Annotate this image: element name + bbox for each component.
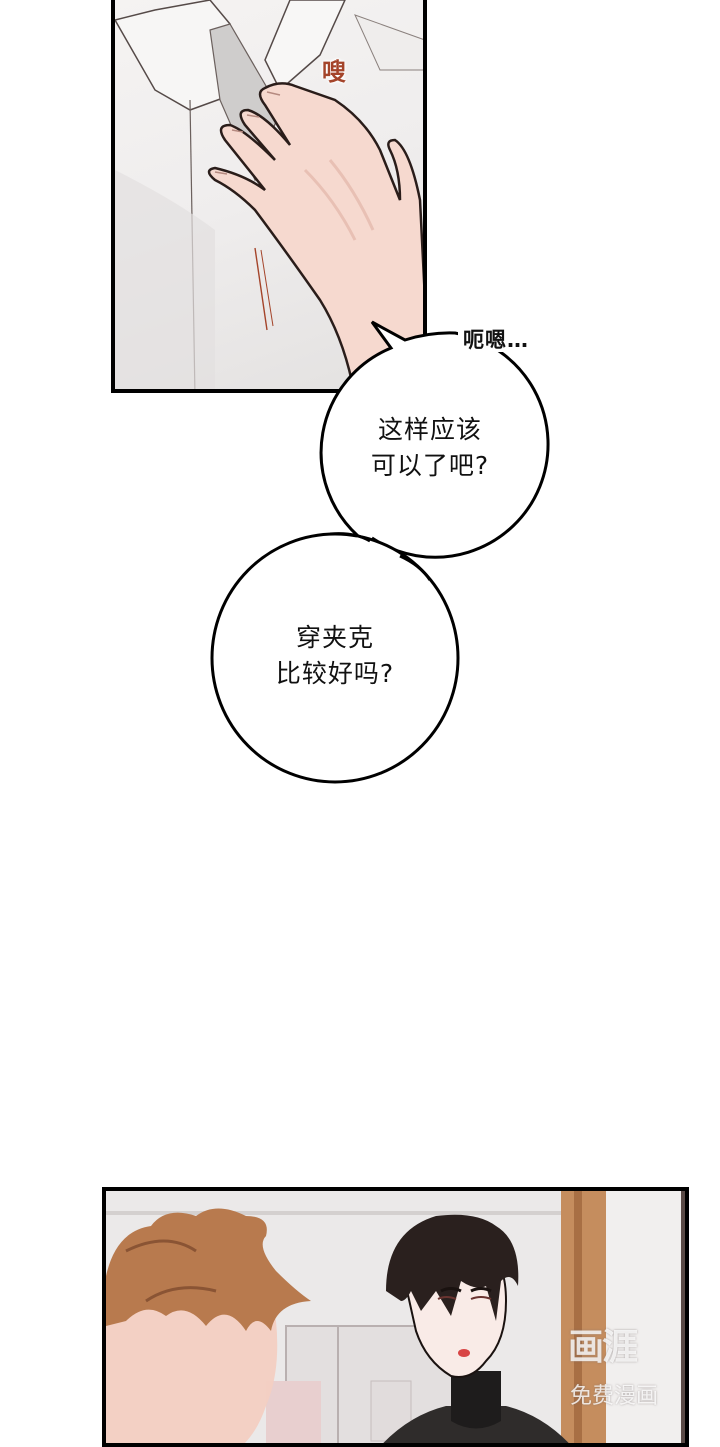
watermark-logo: 画涯 [568,1327,638,1368]
speech-bubble-1-text: 这样应该 可以了吧? [340,412,520,484]
watermark-subtitle: 免费漫画 [570,1384,659,1409]
comic-panel-collar: 嗖 [111,0,427,393]
collar-hand-illustration [115,0,423,389]
bubble-2-line-1: 穿夹克 [295,623,374,652]
bubble-1-line-1: 这样应该 [377,415,482,444]
bubble-1-line-2: 可以了吧? [370,451,490,480]
sound-effect-text: 嗖 [322,58,346,86]
two-men-illustration [106,1191,685,1443]
comic-panel-two-men [102,1187,689,1447]
speech-bubble-2-text: 穿夹克 比较好吗? [245,620,425,692]
mumble-text: 呃嗯… [463,328,529,352]
bubble-2-line-2: 比较好吗? [275,659,395,688]
